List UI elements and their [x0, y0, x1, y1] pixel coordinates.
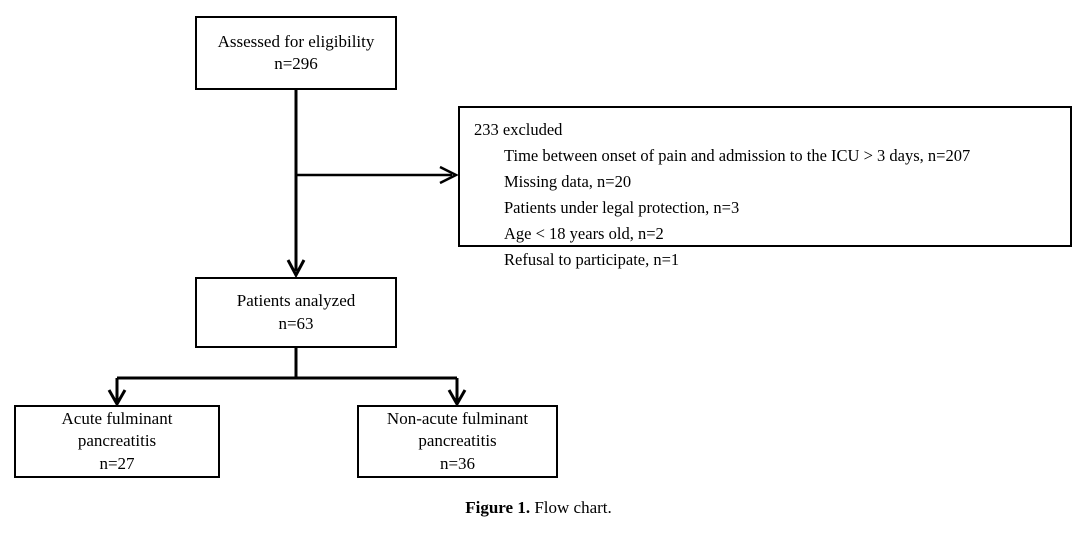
arrowhead-down-analyzed [286, 259, 306, 279]
figure-caption: Figure 1. Flow chart. [0, 498, 1077, 518]
acute-fulminant-count: n=27 [99, 453, 135, 473]
arrowhead-down-acute-fulminant [107, 389, 127, 408]
excluded-heading: 233 excluded [474, 120, 563, 139]
arrowhead-right-excluded [439, 165, 459, 185]
assessed-title: Assessed for eligibility [217, 31, 375, 51]
excluded-reason-missing-data: Missing data, n=20 [504, 171, 632, 191]
node-assessed-for-eligibility: Assessed for eligibility n=296 [195, 16, 397, 90]
figure-caption-label: Figure 1. [465, 498, 531, 517]
node-non-acute-fulminant-pancreatitis: Non-acute fulminant pancreatitis n=36 [357, 405, 558, 478]
non-acute-fulminant-line1: Non-acute fulminant [386, 408, 529, 428]
excluded-reason-legal-protection: Patients under legal protection, n=3 [504, 197, 740, 217]
acute-fulminant-line1: Acute fulminant [61, 408, 173, 428]
non-acute-fulminant-count: n=36 [439, 453, 476, 473]
non-acute-fulminant-line2: pancreatitis [418, 431, 497, 451]
excluded-reason-time-to-admission: Time between onset of pain and admission… [504, 145, 971, 165]
acute-fulminant-line2: pancreatitis [77, 431, 157, 451]
analyzed-count: n=63 [278, 313, 314, 333]
node-acute-fulminant-pancreatitis: Acute fulminant pancreatitis n=27 [14, 405, 220, 478]
excluded-reason-refusal: Refusal to participate, n=1 [504, 249, 680, 269]
excluded-reason-age: Age < 18 years old, n=2 [504, 223, 664, 243]
analyzed-title: Patients analyzed [236, 291, 356, 311]
arrowhead-down-non-acute-fulminant [447, 389, 467, 408]
node-patients-analyzed: Patients analyzed n=63 [195, 277, 397, 348]
assessed-count: n=296 [274, 54, 318, 73]
node-excluded: 233 excluded Time between onset of pain … [458, 106, 1072, 269]
figure-caption-text: Flow chart. [534, 498, 612, 517]
